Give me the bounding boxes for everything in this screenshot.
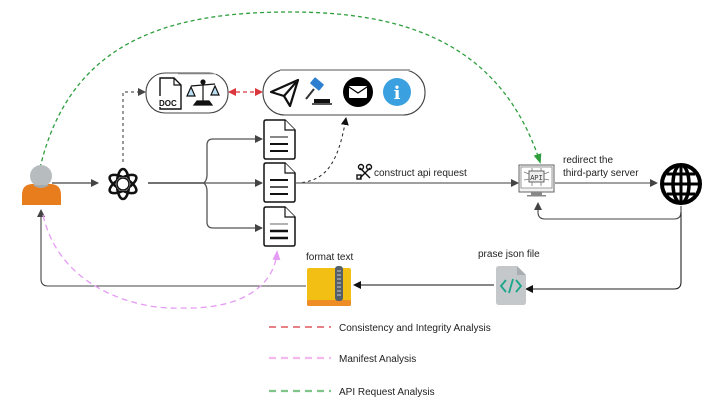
scales-icon [186,79,220,106]
redirect-label-line2: third-party server [563,168,639,179]
legend: Consistency and Integrity Analysis Manif… [269,323,491,398]
api-server-icon: API [518,164,555,197]
legend-item-consistency: Consistency and Integrity Analysis [269,323,491,334]
globe-to-json-arrow [525,212,682,293]
legend-label: Consistency and Integrity Analysis [339,323,491,334]
mail-icon [343,77,373,107]
web-node[interactable] [660,163,702,205]
openai-node[interactable] [107,167,139,201]
branch-to-doc-1 [203,135,263,184]
send-icon [269,78,300,108]
tools-icon [356,163,373,180]
branch-to-doc-3 [203,182,263,232]
document-icon[interactable] [263,119,296,160]
doc-check-node[interactable]: DOC [145,72,229,114]
doc-icon-text: DOC [159,99,177,108]
legend-item-api-request: API Request Analysis [269,387,435,398]
format-text-label: format text [306,252,353,263]
openai-logo-icon [108,167,138,201]
globe-to-api-return [534,202,682,220]
info-icon-text: i [394,83,401,104]
redirect-label-line1: redirect the [563,155,613,166]
openai-to-doccheck-dashed [122,88,146,162]
zip-archive-icon [307,266,351,306]
actions-node[interactable]: i [262,69,426,116]
doc-icon: DOC [157,77,182,110]
construct-api-request-text: construct api request [374,168,467,179]
info-icon: i [383,78,411,106]
user-node[interactable] [22,165,61,205]
document-icon[interactable] [263,162,296,203]
json-file-node[interactable] [496,266,526,305]
legend-label: Manifest Analysis [339,354,416,365]
legend-label: API Request Analysis [339,387,435,398]
construct-api-request-label: construct api request [356,163,467,180]
legend-item-manifest: Manifest Analysis [269,354,416,365]
user-icon [22,165,61,205]
parse-json-label: prase json file [478,249,540,260]
archive-to-user-arrow [37,209,306,287]
document-icon[interactable] [263,206,296,247]
api-request-analysis-arc [39,11,542,169]
manifest-analysis-arc [42,214,281,309]
gavel-icon [305,77,332,105]
api-server-node[interactable]: API [518,164,555,197]
globe-icon [660,163,702,205]
connectors [37,11,682,309]
code-file-icon [496,266,526,305]
document-stack [263,119,296,247]
api-icon-text: API [530,175,543,183]
archive-node[interactable] [307,266,351,306]
doc-to-actions-dashed [295,117,349,184]
